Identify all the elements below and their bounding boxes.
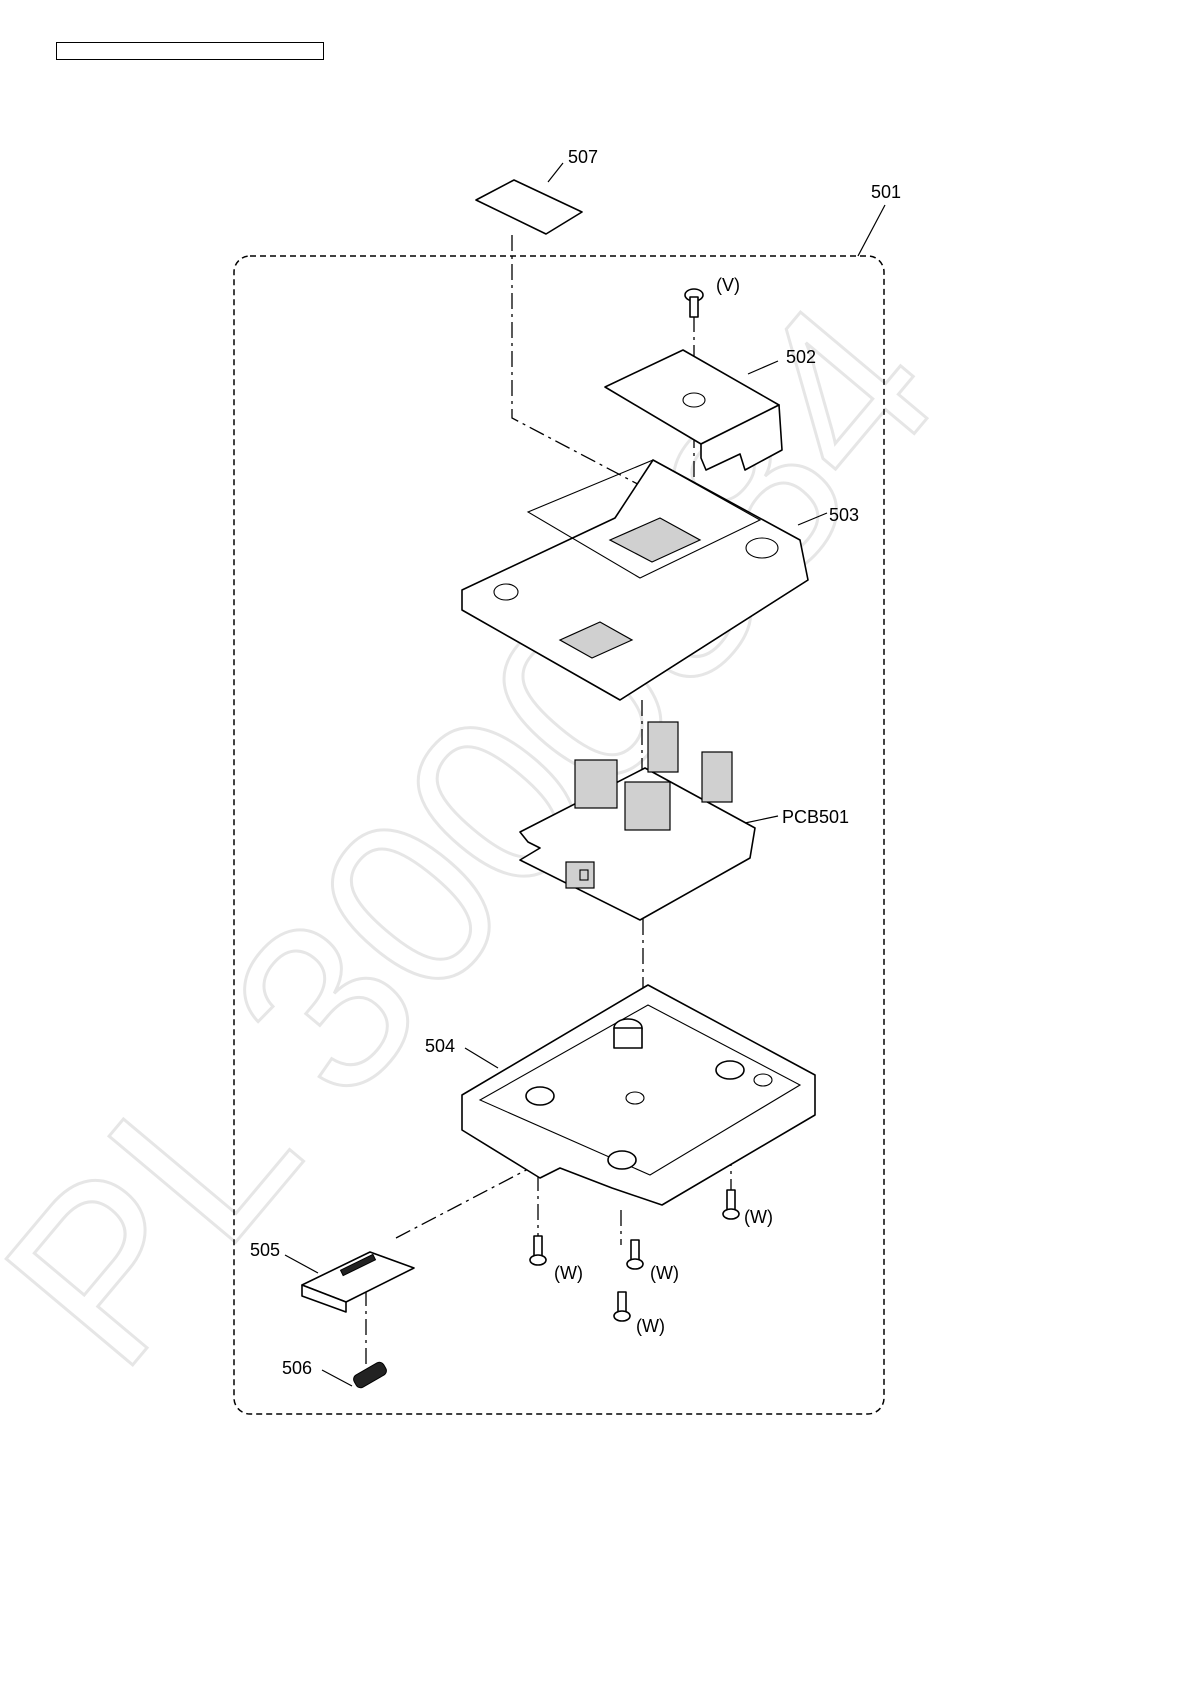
- guide-505-504: [396, 1168, 530, 1238]
- leader-pcb501: [745, 816, 778, 823]
- screw-v: [685, 289, 703, 317]
- leader-506: [322, 1370, 352, 1386]
- label-pcb501: PCB501: [782, 807, 849, 827]
- part-506-spring: [352, 1360, 388, 1389]
- label-screw-v: (V): [716, 275, 740, 295]
- screw-w-2: [530, 1236, 546, 1265]
- leader-501: [858, 205, 885, 256]
- label-screw-w-4: (W): [636, 1316, 665, 1336]
- watermark: PL 3000884: [0, 256, 985, 1413]
- label-screw-w-1: (W): [744, 1207, 773, 1227]
- label-505: 505: [250, 1240, 280, 1260]
- label-507: 507: [568, 147, 598, 167]
- label-504: 504: [425, 1036, 455, 1056]
- screw-w-4: [614, 1292, 630, 1321]
- part-507-label-sheet: [476, 180, 582, 234]
- screw-w-3: [627, 1240, 643, 1269]
- screw-w-1: [723, 1190, 739, 1219]
- leader-507: [548, 163, 563, 182]
- label-506: 506: [282, 1358, 312, 1378]
- label-502: 502: [786, 347, 816, 367]
- label-501: 501: [871, 182, 901, 202]
- part-505-slider: [302, 1252, 414, 1312]
- leader-505: [285, 1255, 318, 1273]
- label-screw-w-2: (W): [554, 1263, 583, 1283]
- leader-504: [465, 1048, 498, 1068]
- label-screw-w-3: (W): [650, 1263, 679, 1283]
- label-503: 503: [829, 505, 859, 525]
- part-504-base-case: [462, 985, 815, 1205]
